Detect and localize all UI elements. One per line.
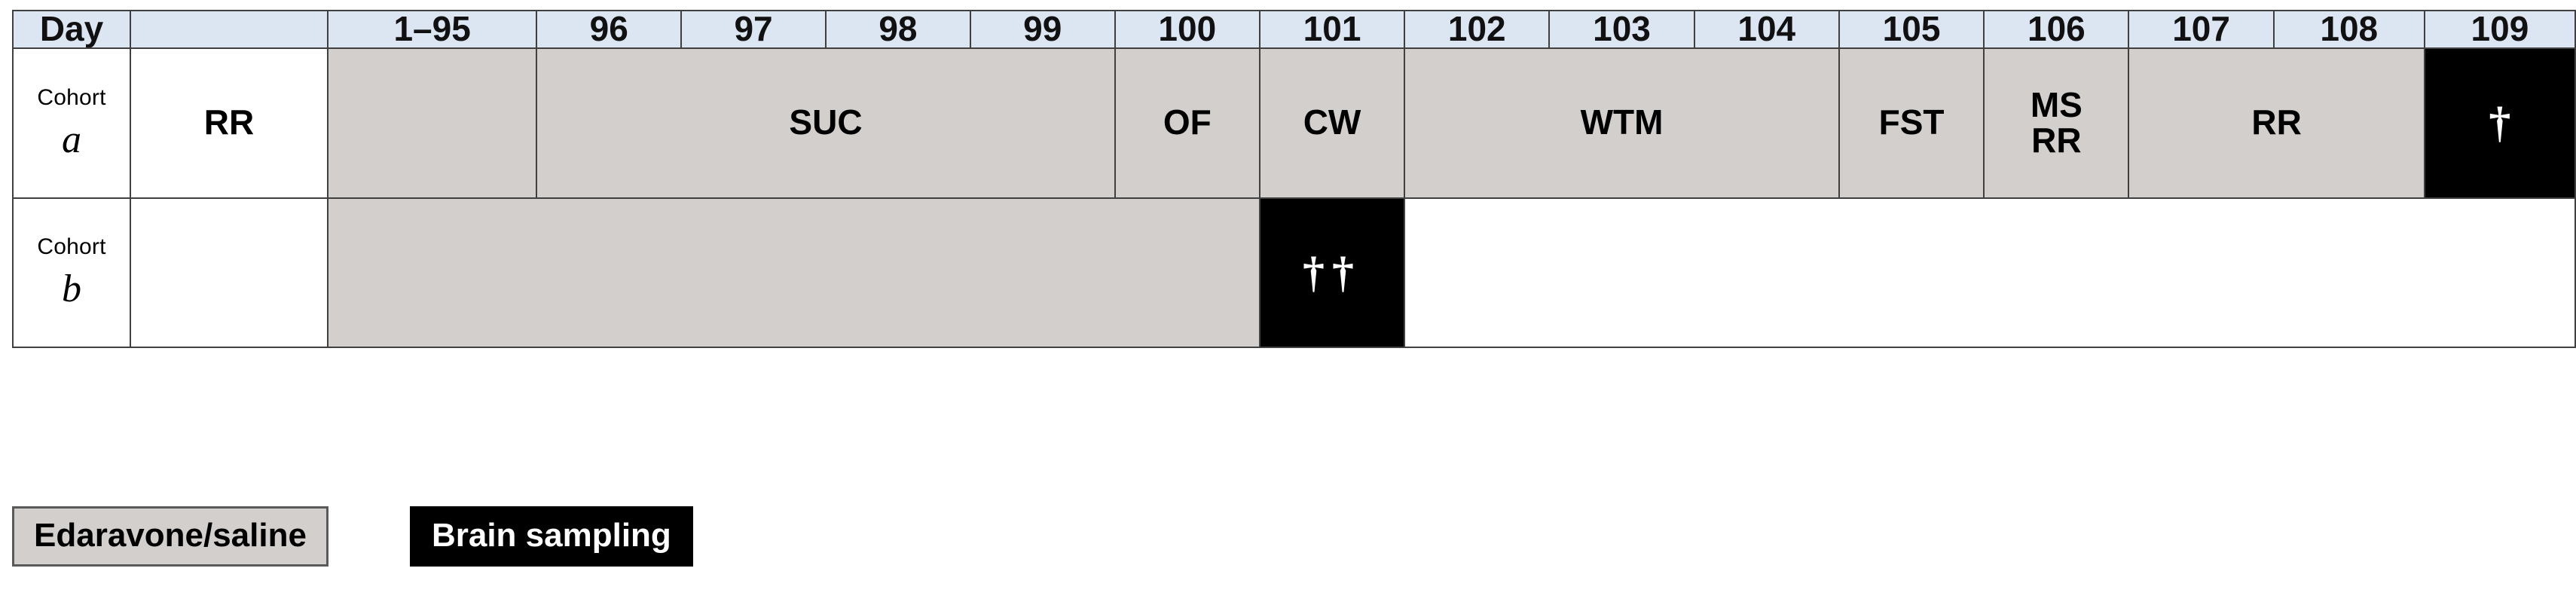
cohort-b-cell-treatment (327, 197, 1260, 348)
header-day-100: 100 (1114, 10, 1260, 49)
header-day-106: 106 (1983, 10, 2130, 49)
double-dagger-icon: †† (1303, 247, 1362, 297)
table-header-row: Day 1–95 96 97 98 99 100 101 102 103 104… (11, 10, 2576, 49)
header-day-label: Day (11, 10, 132, 49)
cohort-a-letter: a (62, 118, 81, 161)
cohort-b-cell-brain-sampling: †† (1258, 197, 1406, 348)
legend: Edaravone/saline Brain sampling (12, 506, 693, 567)
header-day-102: 102 (1404, 10, 1551, 49)
header-day-99: 99 (969, 10, 1116, 49)
legend-item-brain-sampling: Brain sampling (409, 506, 693, 567)
cohort-b-word: Cohort (37, 234, 106, 260)
header-day-96: 96 (536, 10, 683, 49)
dagger-icon: † (2489, 98, 2511, 148)
experimental-timeline-table: Day 1–95 96 97 98 99 100 101 102 103 104… (11, 10, 2576, 348)
header-day-109: 109 (2423, 10, 2576, 49)
cohort-a-label: Cohort a (11, 47, 132, 199)
header-day-107: 107 (2128, 10, 2275, 49)
cohort-a-cell-brain-sampling: † (2423, 47, 2576, 199)
header-day-97: 97 (680, 10, 827, 49)
cohort-a-word: Cohort (37, 84, 106, 110)
header-day-104: 104 (1693, 10, 1840, 49)
header-day-98: 98 (824, 10, 971, 49)
cohort-a-cell-rr-line: RR (2031, 121, 2082, 160)
cohort-b-trailing-blank (1404, 197, 2576, 348)
cohort-b-baseline-blank (130, 197, 328, 348)
cohort-a-cell-fst: FST (1838, 47, 1985, 199)
header-day-105: 105 (1838, 10, 1985, 49)
cohort-a-row: Cohort a RR SUC OF CW WTM FST MS RR RR † (11, 47, 2576, 199)
cohort-a-cell-of: OF (1114, 47, 1260, 199)
header-baseline-blank (130, 10, 328, 49)
cohort-b-label: Cohort b (11, 197, 132, 348)
cohort-a-cell-suc: SUC (536, 47, 1116, 199)
legend-item-edaravone-saline: Edaravone/saline (12, 506, 328, 567)
cohort-b-letter: b (62, 267, 81, 311)
cohort-a-cell-day-1-95 (326, 47, 538, 199)
cohort-a-cell-ms-rr: MS RR (1983, 47, 2130, 199)
cohort-b-row: Cohort b †† (11, 197, 2576, 348)
header-day-108: 108 (2272, 10, 2425, 49)
cohort-a-baseline-rr: RR (130, 47, 328, 199)
cohort-a-cell-ms-line: MS (2030, 84, 2082, 124)
header-day-103: 103 (1548, 10, 1695, 49)
cohort-a-cell-wtm: WTM (1404, 47, 1840, 199)
cohort-a-cell-rr-recovery: RR (2128, 47, 2425, 199)
header-day-101: 101 (1258, 10, 1406, 49)
header-day-1-95: 1–95 (326, 10, 538, 49)
cohort-a-cell-cw: CW (1258, 47, 1406, 199)
